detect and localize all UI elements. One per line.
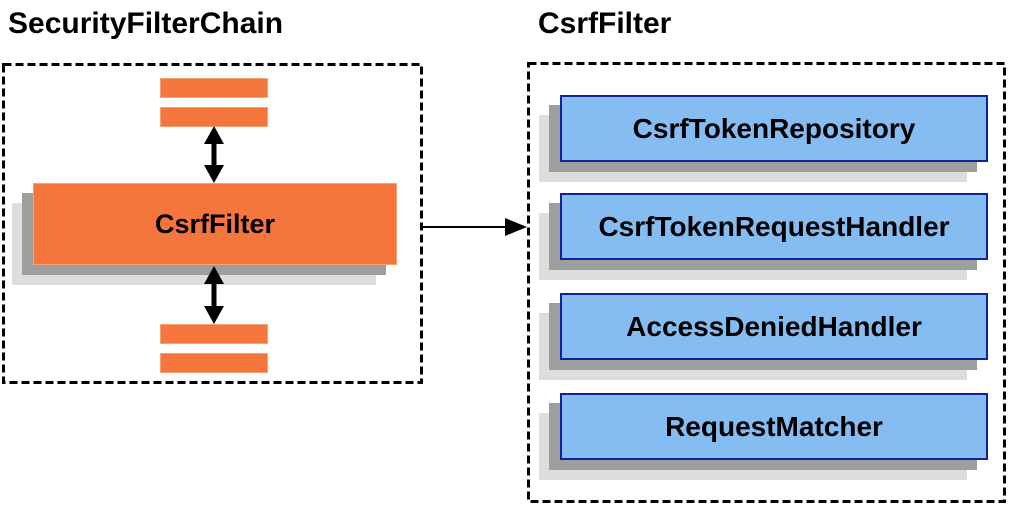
arrowhead-up-icon [204, 126, 224, 144]
csrf-filter-title: CsrfFilter [538, 7, 672, 40]
component-label: RequestMatcher [665, 410, 883, 442]
csrf-token-request-handler-box: CsrfTokenRequestHandler [560, 193, 988, 260]
component-label: AccessDeniedHandler [626, 310, 922, 342]
filter-placeholder-bar [160, 324, 268, 344]
csrf-token-repository-box: CsrfTokenRepository [560, 95, 988, 162]
filter-placeholder-bar [160, 78, 268, 98]
filter-placeholder-bar [160, 107, 268, 127]
csrf-filter-box-label: CsrfFilter [154, 208, 276, 239]
component-label: CsrfTokenRepository [632, 112, 916, 144]
security-filter-chain-title: SecurityFilterChain [8, 7, 284, 40]
access-denied-handler-box: AccessDeniedHandler [560, 293, 988, 360]
filter-placeholder-bar [160, 353, 268, 373]
component-label: CsrfTokenRequestHandler [598, 210, 950, 242]
double-arrow-top [204, 126, 224, 183]
arrowhead-right-icon [505, 218, 527, 236]
arrowhead-down-icon [204, 306, 224, 324]
request-matcher-box: RequestMatcher [560, 393, 988, 460]
arrowhead-down-icon [204, 165, 224, 183]
csrf-filter-box: CsrfFilter [33, 183, 397, 265]
connector-arrow [423, 218, 527, 236]
